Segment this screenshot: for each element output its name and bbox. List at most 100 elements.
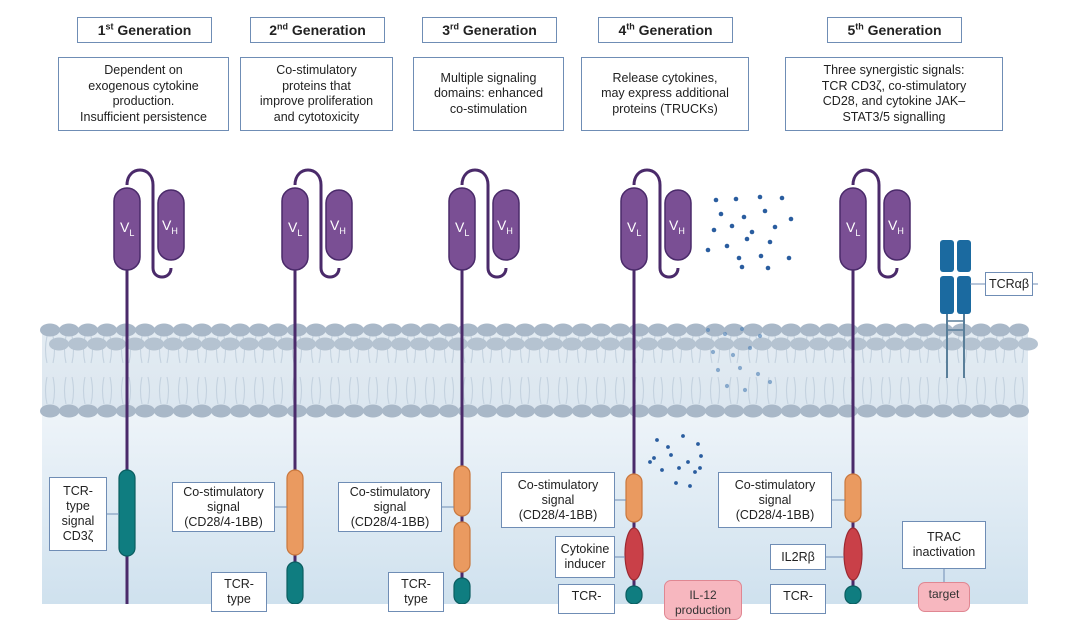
intracellular-dot-1 [655, 438, 659, 442]
intracellular-dot-2 [666, 445, 670, 449]
tcr-chain-upper-2 [957, 240, 971, 272]
cd3z-domain-gen5-3 [844, 585, 862, 604]
scfv-linker-gen3 [460, 168, 508, 279]
vh-domain-gen1 [157, 189, 185, 261]
tcr-type-label-gen3: TCR- type [388, 572, 444, 612]
cytokine-dot-10 [749, 229, 755, 235]
vh-domain-gen5 [883, 189, 911, 261]
cytokine-inducer-domain-gen5 [843, 527, 863, 581]
costim-domain-gen3-2 [453, 521, 471, 573]
target-box: target [918, 582, 970, 612]
membrane-dot-8 [715, 367, 721, 373]
tcr-alpha-beta-label: TCRαβ [985, 272, 1033, 296]
cytokine-dot-8 [711, 227, 717, 233]
membrane-dot-5 [710, 349, 716, 355]
cytokine-dot-17 [736, 255, 742, 261]
costim-signal-label-gen2: Co-stimulatory signal (CD28/4-1BB) [172, 482, 275, 532]
membrane-dot-2 [722, 331, 728, 337]
il12-production-box: IL-12 production [664, 580, 742, 620]
costim-domain-gen3-1 [453, 465, 471, 517]
intracellular-dot-8 [699, 454, 703, 458]
scfv-linker-gen4 [632, 168, 680, 279]
intracellular-dot-12 [674, 481, 678, 485]
vh-domain-gen3 [492, 189, 520, 261]
scfv-linker-gen5 [851, 168, 899, 279]
cd3z-domain-gen3-3 [453, 577, 471, 604]
cytokine-dot-14 [744, 236, 750, 242]
membrane-dot-6 [730, 352, 736, 358]
cytokine-dot-5 [718, 211, 724, 217]
gen-4-title: 4th Generation [598, 17, 733, 43]
cytokine-dot-15 [767, 239, 773, 245]
cytokine-dot-13 [724, 243, 730, 249]
costim-signal-label-gen4: Co-stimulatory signal (CD28/4-1BB) [501, 472, 615, 528]
intracellular-dot-15 [698, 466, 702, 470]
gen-2-title: 2nd Generation [250, 17, 385, 43]
membrane-dot-3 [739, 326, 745, 332]
gen-3-description: Multiple signaling domains: enhanced co-… [413, 57, 564, 131]
cytokine-inducer-label: Cytokine inducer [555, 536, 615, 578]
intracellular-dot-5 [652, 456, 656, 460]
vh-domain-gen4 [664, 189, 692, 261]
cytokine-dot-1 [713, 197, 719, 203]
cd3z-domain-gen4-3 [625, 585, 643, 604]
intracellular-dot-13 [688, 484, 692, 488]
costim-signal-label-gen5: Co-stimulatory signal (CD28/4-1BB) [718, 472, 832, 528]
intracellular-dot-3 [681, 434, 685, 438]
membrane-dot-9 [737, 365, 743, 371]
intracellular-dot-9 [660, 468, 664, 472]
cytokine-dot-9 [729, 223, 735, 229]
lipid-heads [40, 323, 1038, 418]
membrane-dot-1 [705, 327, 711, 333]
vl-domain-gen2 [281, 187, 309, 271]
cytokine-dot-3 [757, 194, 763, 200]
intracellular-dot-4 [696, 442, 700, 446]
gen-3-title: 3rd Generation [422, 17, 557, 43]
intracellular-dot-14 [648, 460, 652, 464]
label-connectors [107, 283, 1038, 582]
cytokine-dot-6 [741, 214, 747, 220]
tcr-type-label-gen2: TCR- type [211, 572, 267, 612]
vl-domain-gen1 [113, 187, 141, 271]
tcr-label-gen4: TCR- [558, 584, 615, 614]
cytokine-dot-11 [772, 224, 778, 230]
cytokine-dot-21 [765, 265, 771, 271]
gen-4-description: Release cytokines, may express additiona… [581, 57, 749, 131]
cytokine-dots [648, 194, 794, 488]
cytokine-dot-19 [786, 255, 792, 261]
gen-2-description: Co-stimulatory proteins that improve pro… [240, 57, 393, 131]
membrane-dot-4 [757, 333, 763, 339]
membrane-dot-13 [767, 379, 773, 385]
trac-inactivation-label: TRAC inactivation [902, 521, 986, 569]
membrane-dot-7 [747, 345, 753, 351]
vh-domain-gen2 [325, 189, 353, 261]
tcr-chain-upper-1 [940, 240, 954, 272]
tcr-alpha-beta [940, 240, 971, 378]
scfv-linker-gen2 [293, 168, 341, 279]
gen-1-description: Dependent on exogenous cytokine producti… [58, 57, 229, 131]
membrane-dot-12 [742, 387, 748, 393]
intracellular-dot-7 [686, 460, 690, 464]
cytokine-dot-7 [762, 208, 768, 214]
il2rb-label: IL2Rβ [770, 544, 826, 570]
scfv-linker-gen1 [125, 168, 173, 279]
vl-domain-gen3 [448, 187, 476, 271]
cytokine-dot-4 [779, 195, 785, 201]
costim-domain-gen2-1 [286, 469, 304, 556]
vl-domain-gen5 [839, 187, 867, 271]
cytokine-dot-12 [788, 216, 794, 222]
membrane-dot-10 [755, 371, 761, 377]
membrane-dot-11 [724, 383, 730, 389]
cytokine-dot-16 [705, 247, 711, 253]
tcr-chain-lower-2 [957, 276, 971, 314]
intracellular-dot-6 [669, 453, 673, 457]
cytokine-dot-2 [733, 196, 739, 202]
costim-domain-gen5-1 [844, 473, 862, 523]
vl-domain-gen4 [620, 187, 648, 271]
